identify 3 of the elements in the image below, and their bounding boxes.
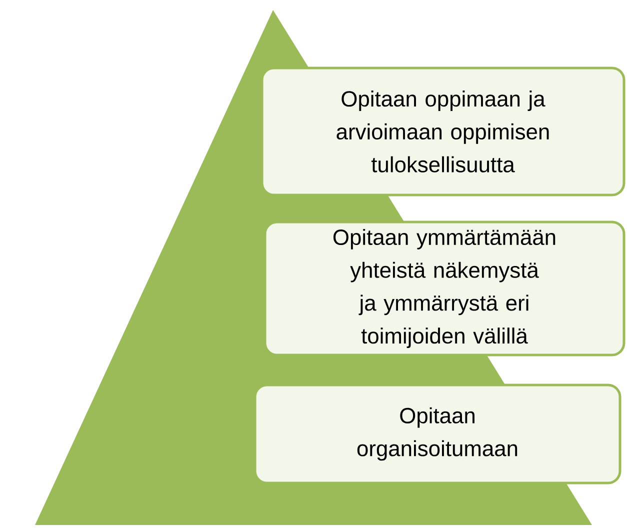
text-box: Opitaan organisoitumaan: [254, 384, 622, 484]
text-box: Opitaan ymmärtämään yhteistä näkemystä ja ymmärrystä eri toimijoiden välillä: [264, 220, 626, 356]
text-box: Opitaan oppimaan ja arvioimaan oppimisen tuloksellisuutta: [260, 66, 626, 196]
